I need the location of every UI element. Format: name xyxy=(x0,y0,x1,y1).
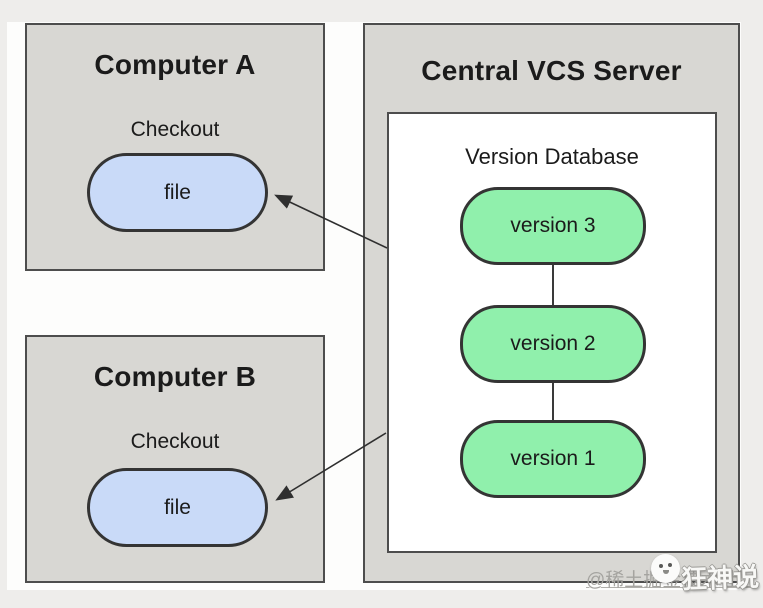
version-2-node: version 2 xyxy=(460,305,646,383)
computer-b-file-label: file xyxy=(164,495,191,519)
logo-eye-left xyxy=(659,564,663,568)
version-1-node: version 1 xyxy=(460,420,646,498)
version-3-label: version 3 xyxy=(510,214,596,237)
computer-a-file-node: file xyxy=(87,153,268,232)
version-database-box: Version Database version 3 version 2 ver… xyxy=(387,112,717,553)
computer-b-checkout-label: Checkout xyxy=(130,430,220,453)
version-1-label: version 1 xyxy=(510,447,596,470)
watermark-logo-icon xyxy=(651,554,680,583)
computer-b-title: Computer B xyxy=(93,361,257,392)
computer-a-file-label: file xyxy=(164,180,191,204)
computer-b-box: Computer B Checkout file xyxy=(25,335,325,583)
version-3-node: version 3 xyxy=(460,187,646,265)
computer-b-file-node: file xyxy=(87,468,268,547)
computer-a-title: Computer A xyxy=(94,49,256,80)
logo-eye-right xyxy=(668,563,672,567)
watermark-brand-text: 狂神说 xyxy=(680,561,760,595)
logo-beak xyxy=(663,570,669,574)
version-2-label: version 2 xyxy=(510,332,596,355)
connector-version2-version1 xyxy=(552,383,554,420)
central-vcs-server-box: Central VCS Server Version Database vers… xyxy=(363,23,740,583)
connector-version3-version2 xyxy=(552,265,554,305)
computer-a-box: Computer A Checkout file xyxy=(25,23,325,271)
computer-a-checkout-label: Checkout xyxy=(130,118,220,141)
central-vcs-server-title: Central VCS Server xyxy=(421,55,682,86)
version-database-title: Version Database xyxy=(465,144,639,169)
